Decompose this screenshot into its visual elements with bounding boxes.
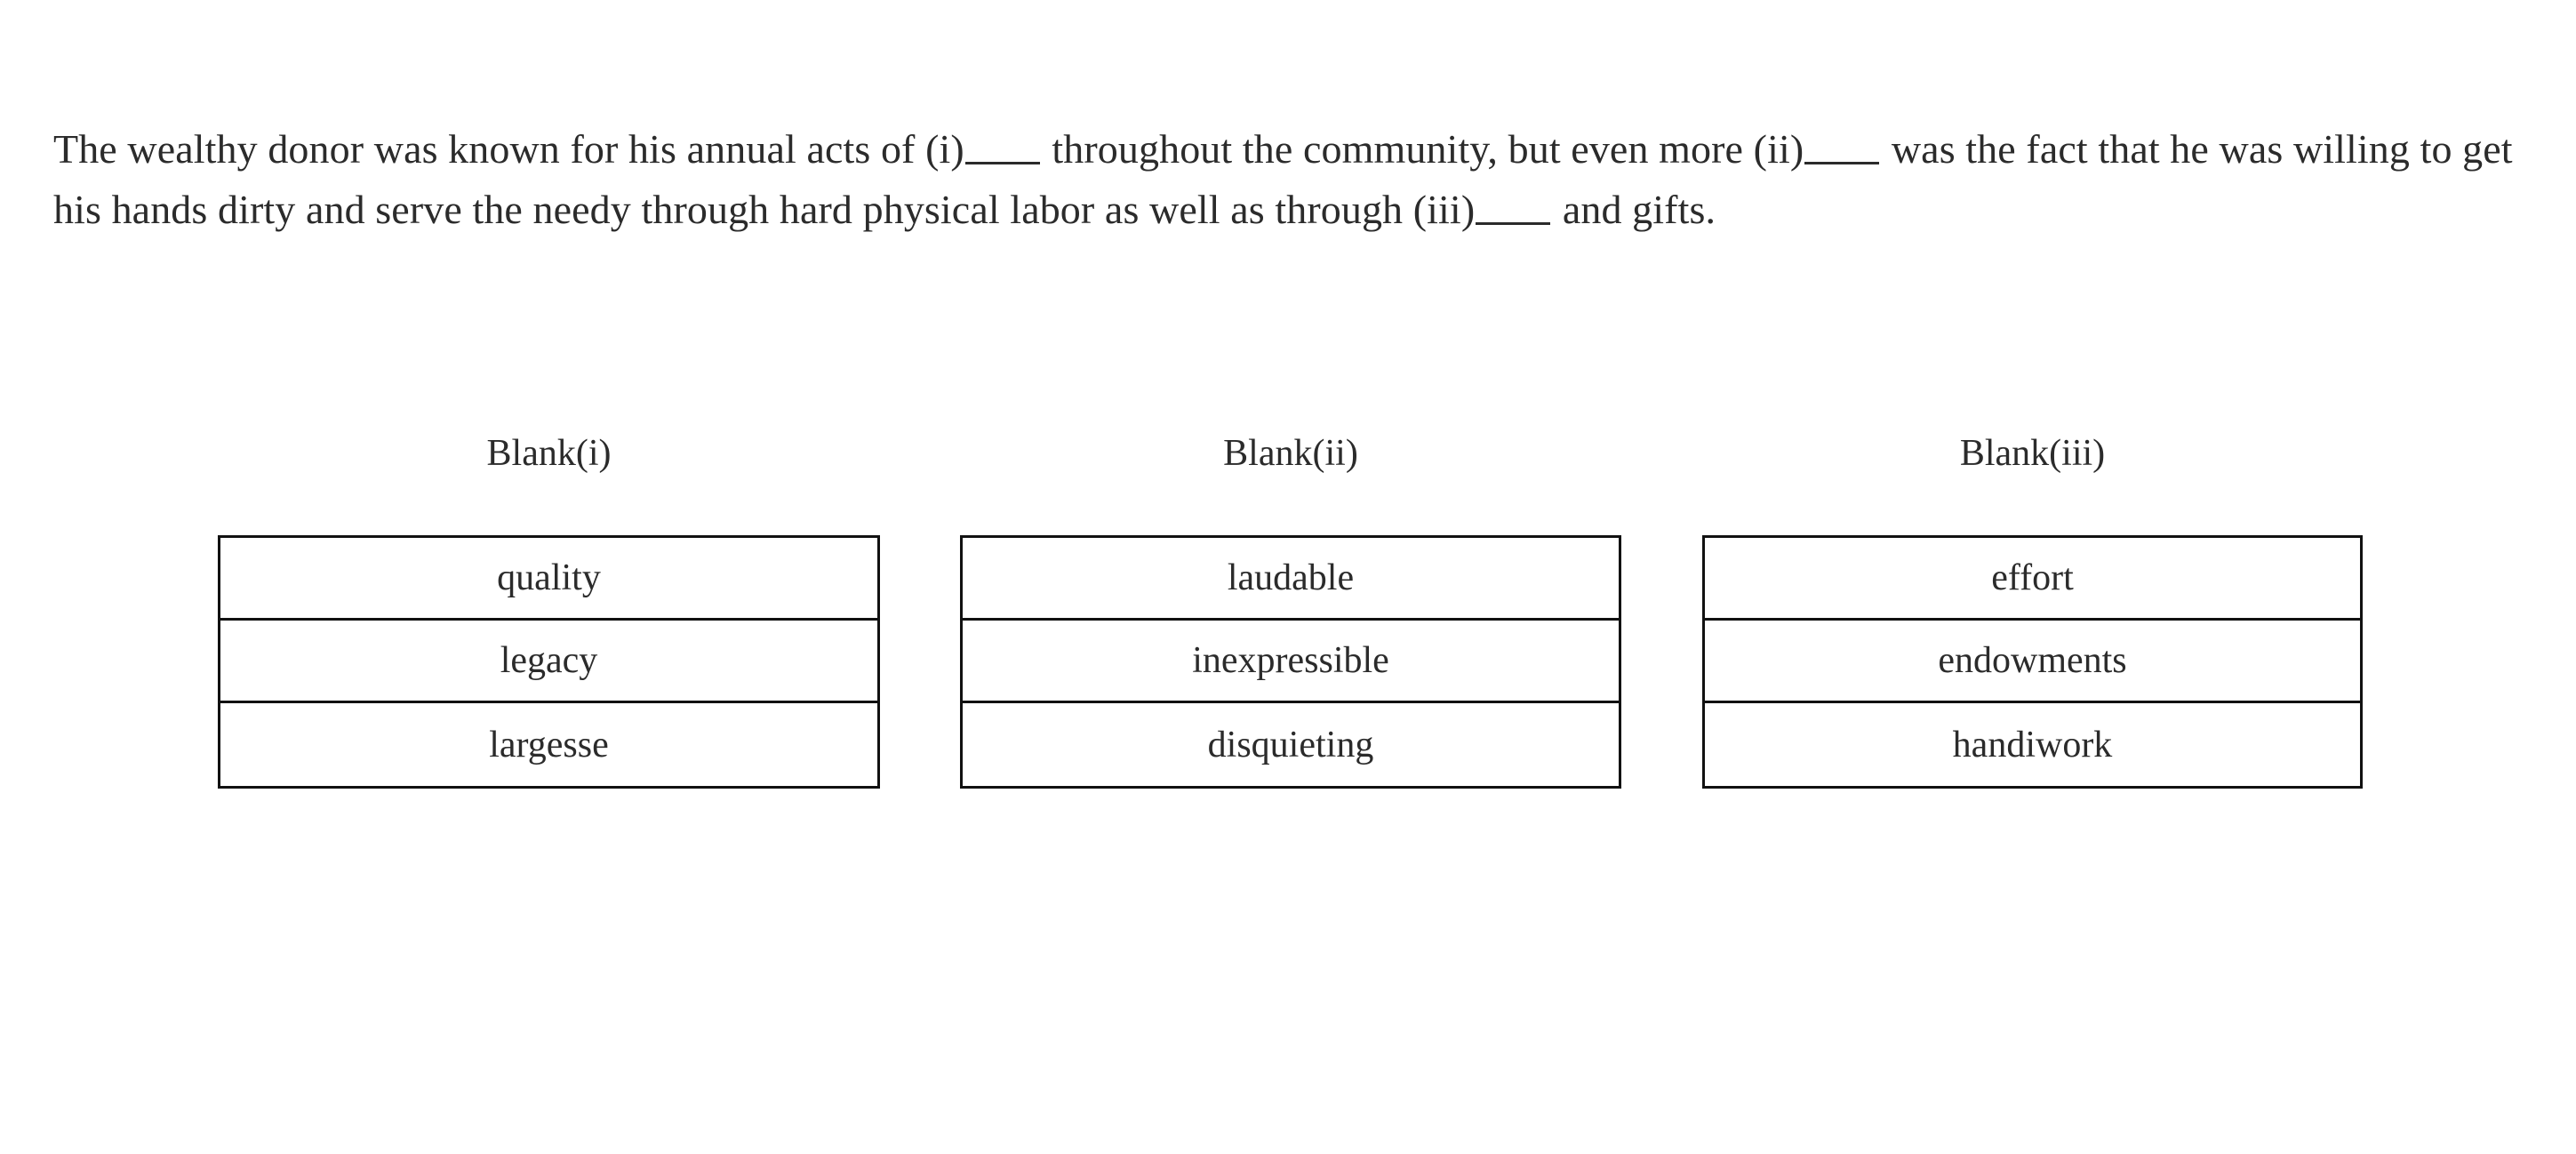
blank-iii-rule (1476, 193, 1551, 226)
blank-ii-rule (1804, 132, 1880, 164)
choice-blank-iii-2[interactable]: handiwork (1705, 703, 2360, 786)
answer-column-blank-iii: Blank(iii) effort endowments handiwork (1702, 435, 2363, 789)
choice-box-blank-i: quality legacy largesse (218, 535, 880, 789)
question-segment-6: and gifts. (1552, 187, 1716, 233)
choice-blank-iii-1[interactable]: endowments (1705, 621, 2360, 703)
question-segment-4: was the fact that he was willing to get … (53, 126, 2513, 233)
choice-blank-ii-2[interactable]: disquieting (963, 703, 1619, 786)
column-header-blank-ii: Blank(ii) (1223, 433, 1358, 474)
answer-column-blank-i: Blank(i) quality legacy largesse (218, 435, 880, 789)
choice-blank-i-0[interactable]: quality (220, 538, 877, 621)
choice-box-blank-ii: laudable inexpressible disquieting (960, 535, 1621, 789)
choice-blank-ii-0[interactable]: laudable (963, 538, 1619, 621)
question-sentence: The wealthy donor was known for his annu… (53, 119, 2533, 240)
choice-box-blank-iii: effort endowments handiwork (1702, 535, 2363, 789)
blank-i-rule (964, 132, 1040, 164)
choice-blank-i-2[interactable]: largesse (220, 703, 877, 786)
question-segment-2: throughout the community, but even more … (1041, 126, 1804, 172)
question-segment-0: The wealthy donor was known for his annu… (53, 126, 964, 172)
answer-column-blank-ii: Blank(ii) laudable inexpressible disquie… (960, 435, 1621, 789)
column-header-blank-i: Blank(i) (486, 433, 612, 474)
column-header-blank-iii: Blank(iii) (1959, 433, 2106, 474)
choice-blank-iii-0[interactable]: effort (1705, 538, 2360, 621)
choice-blank-i-1[interactable]: legacy (220, 621, 877, 703)
choice-blank-ii-1[interactable]: inexpressible (963, 621, 1619, 703)
